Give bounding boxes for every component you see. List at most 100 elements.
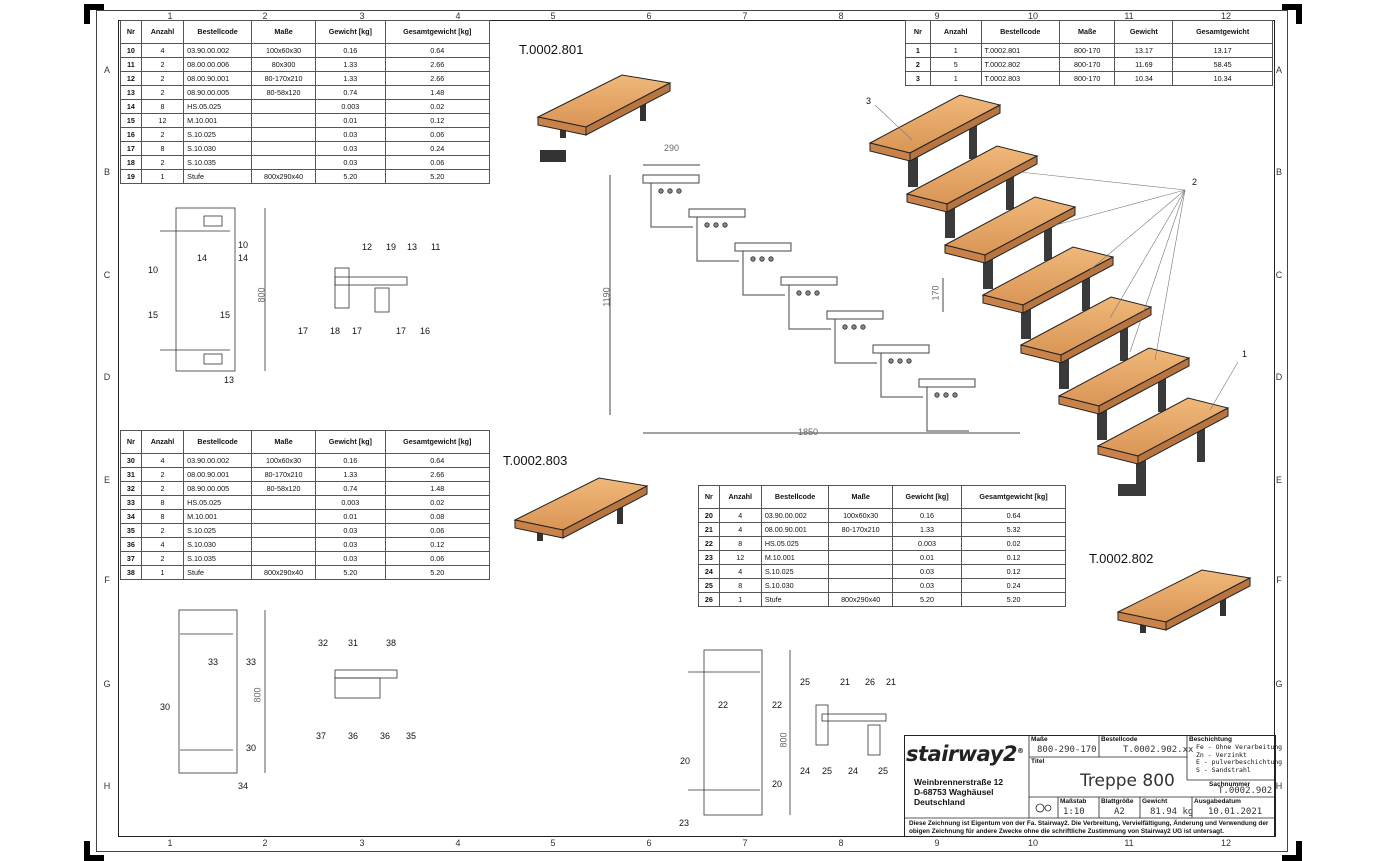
table-cell: 5.20 [961,592,1066,607]
stringer-bracket [1136,450,1146,490]
callout-a13: 13 [224,375,235,385]
profile-tread [642,174,700,184]
tread-side [585,82,671,136]
bracket [640,93,646,121]
isometric-staircase [868,94,1239,496]
copyright-footnote: Diese Zeichnung ist Eigentum von der Fa.… [909,820,1269,835]
detail-bracket [374,287,390,313]
stair-step [868,94,1002,187]
detail-bracket [867,724,881,756]
profile-bolt [676,188,682,194]
zone-column-11: 11 [1124,838,1134,848]
zone-column-8: 8 [838,11,844,21]
table-cell: 800x290x40 [251,169,317,184]
profile-bolt [851,324,857,330]
blatt-label: Blattgröße [1101,798,1134,805]
company-logo: stairway2® [906,742,1024,766]
table-cell: 1 [140,169,185,184]
stringer-bracket [1021,299,1031,339]
table-cell: 5.20 [384,169,491,184]
table-cell: 800x290x40 [251,565,317,580]
part-label-801: T.0002.801 [519,42,584,57]
tread-side [984,206,1076,264]
callout-a15: 15 [148,310,159,320]
tread-side [1098,357,1190,415]
table-cell: 80-170x210 [251,467,317,482]
stringer-bracket [1044,225,1052,261]
table-cell: 11.69 [1114,57,1174,72]
zone-row-E: E [103,475,110,485]
beschichtung-label: Beschichtung [1189,736,1232,743]
zone-row-H: H [1275,781,1283,791]
zone-column-12: 12 [1220,11,1231,21]
callout-f25b: 25 [822,766,833,776]
ausgabe-label: Ausgabedatum [1194,798,1241,805]
corner-mark [84,841,104,861]
callout-b13: 13 [407,242,418,252]
leader-line [1209,361,1239,411]
stringer-bracket [945,198,955,238]
callout-d38: 38 [386,638,397,648]
corner-mark [84,4,104,24]
tread-side [1165,577,1251,631]
profile-stringer [834,319,877,364]
leader-line [1129,189,1186,353]
zone-row-F: F [104,575,110,585]
table-cell: 5.20 [315,169,386,184]
table-cell: T.0002.803 [980,71,1061,86]
plan-view [703,649,763,816]
base-plate [540,150,566,162]
callout-b12: 12 [362,242,373,252]
table-header: Gesamtgewicht [kg] [961,485,1066,509]
part-label-803: T.0002.803 [503,453,568,468]
table-header: Maße [828,485,893,509]
zone-column-9: 9 [934,11,940,21]
zone-row-G: G [103,679,111,689]
detail-views [160,207,887,816]
zone-column-3: 3 [359,11,365,21]
callout-e23: 23 [679,818,690,828]
zone-row-G: G [1275,679,1283,689]
blatt-value: A2 [1114,807,1125,817]
table-header: Nr [905,20,931,44]
table-header: Maße [251,20,317,44]
profile-tread [780,276,838,286]
callout-b18: 18 [330,326,341,336]
table-header: Anzahl [718,485,762,509]
zone-row-E: E [1275,475,1282,485]
callout-a15b: 15 [220,310,231,320]
table-cell: 38 [120,565,142,580]
stringer-bracket [1197,426,1205,462]
callout-d37: 37 [316,731,327,741]
callout-c33b: 33 [246,657,257,667]
callout-c34: 34 [238,781,249,791]
profile-bolt [842,324,848,330]
address-line: Weinbrennerstraße 12 [914,777,1004,787]
callout-b11: 11 [431,242,441,252]
callout-f25: 25 [800,677,811,687]
zone-column-12: 12 [1220,838,1231,848]
callout-f24: 24 [800,766,811,776]
callout-b19: 19 [386,242,397,252]
zone-column-4: 4 [455,838,461,848]
stringer-bracket [1006,174,1014,210]
table-cell: 10.34 [1114,71,1174,86]
beschichtung-line: S - Sandstrahl [1196,765,1251,774]
callout-f25c: 25 [878,766,889,776]
bracket [617,496,623,524]
profile-stringer [926,387,969,432]
sachnummer-label: Sachnummer [1209,781,1251,788]
zone-row-D: D [103,372,111,382]
table-cell: 5.20 [891,592,963,607]
base-plate [1118,484,1146,496]
